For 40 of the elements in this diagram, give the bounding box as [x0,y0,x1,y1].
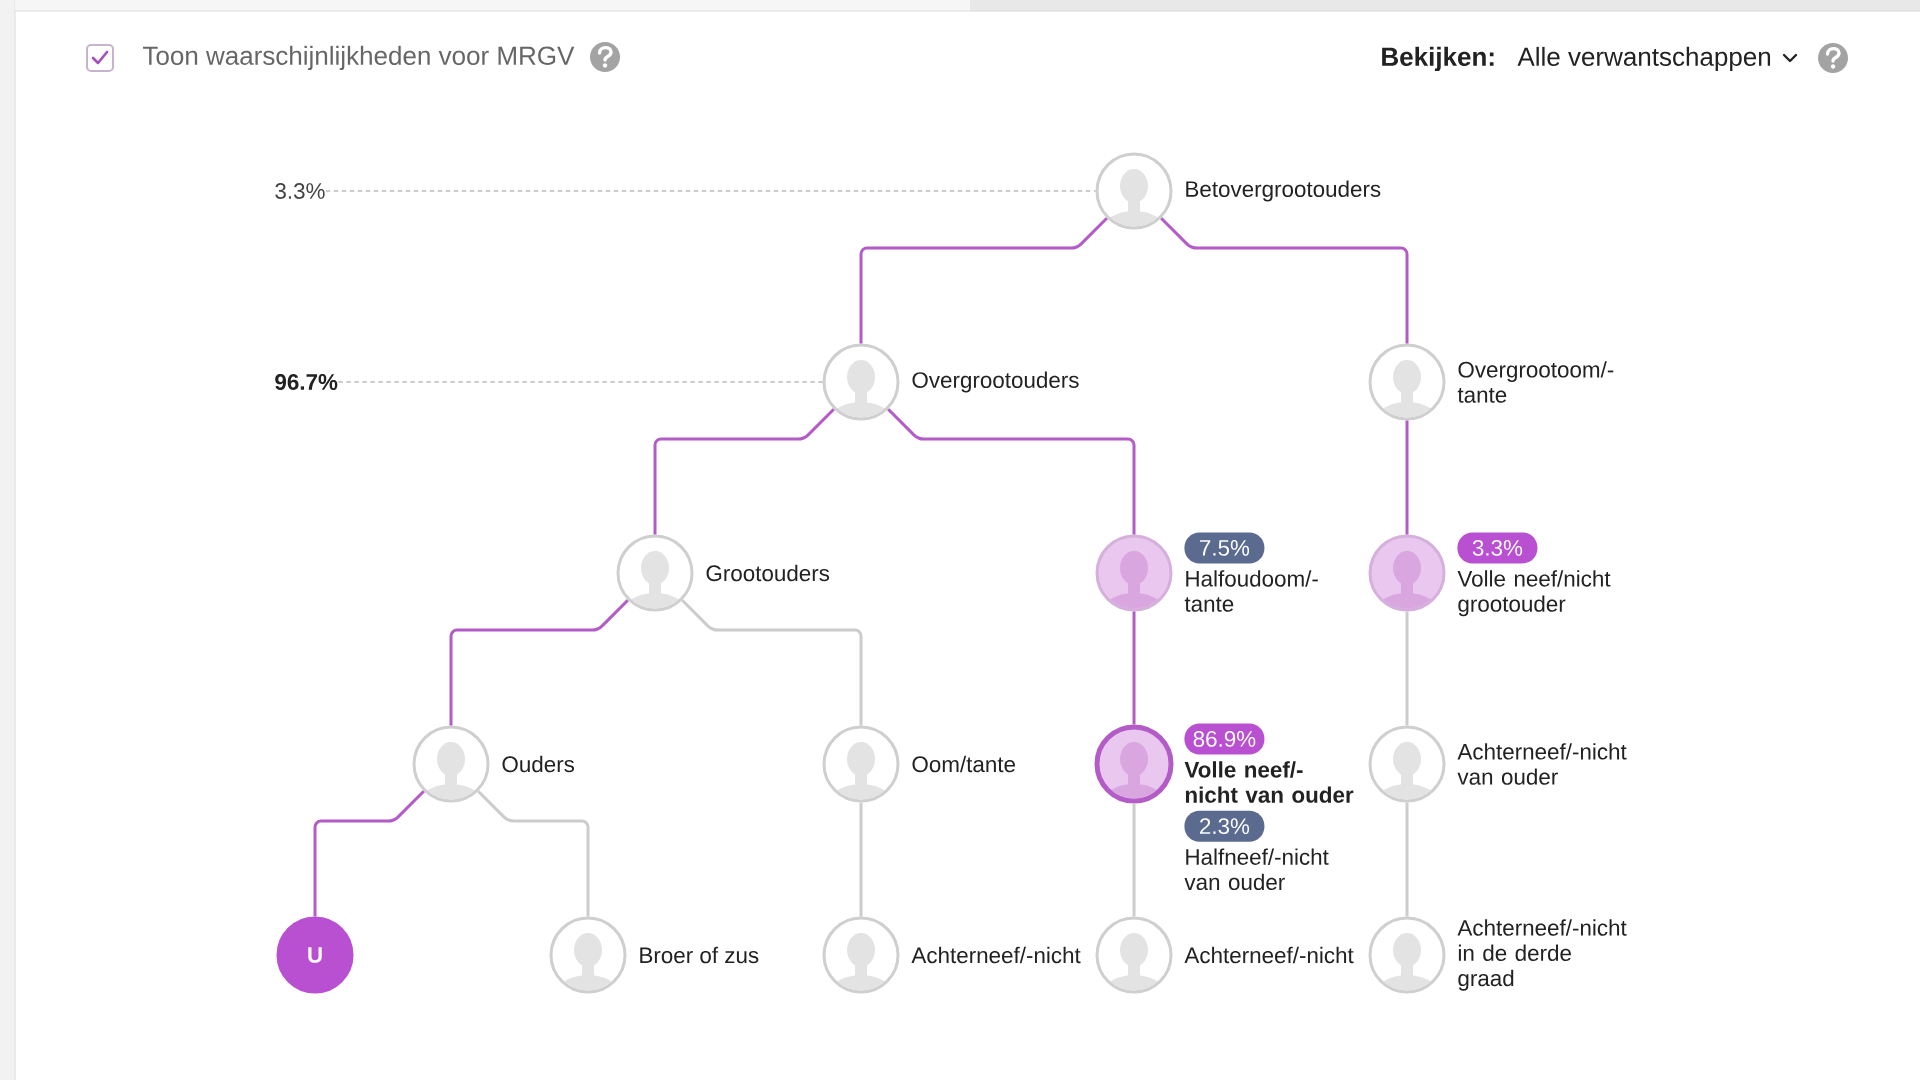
leader-line [337,381,824,383]
connector-line [1405,420,1409,535]
connector-line [1132,611,1136,725]
relationship-label: Volle neef/- nicht van ouder [1184,761,1354,803]
relationship-label: Achterneef/-nicht in de derde graad [1457,919,1627,991]
relationship-label: Achterneef/-nicht [1184,946,1354,964]
connector-line [449,599,629,726]
field-label: Bekijken: [1382,46,1494,72]
relationship-label: Oom/tante [912,755,1015,773]
connector-line [681,599,863,726]
connector-line [859,217,1108,344]
percentage-label: 96.7% [275,374,338,390]
relationship-label: Volle neef/nicht grootouder [1457,570,1611,617]
percentage-label: 3.3% [275,183,325,199]
leader-line [325,190,1097,192]
connector-line [1132,803,1136,917]
relationship-label: Achterneef/-nicht [911,946,1081,964]
relationship-label: Achterneef/-nicht van ouder [1457,743,1627,785]
connector-line [477,790,590,917]
dropdown-label: Alle verwantschappen [1517,46,1771,72]
connector-line [313,790,425,917]
percentage-badge: 7.5% [1184,532,1265,564]
relationship-label: Betovergrootouders [1186,180,1381,202]
percentage-badge: 86.9% [1184,723,1265,755]
relationship-label: Halfneef/-nicht van ouder [1184,848,1329,891]
connector-line [1160,217,1409,344]
relationship-label: Broer of zus [640,946,759,964]
connector-line [653,408,835,535]
connector-line [1405,802,1409,917]
relationship-label: Overgrootouders [912,371,1079,393]
percentage-badge: 3.3% [1457,532,1538,564]
percentage-badge: 2.3% [1184,810,1265,842]
relationship-label: Overgrootoom/- tante [1457,361,1614,403]
relationship-label: Halfoudoom/- tante [1184,570,1318,612]
relationship-label: Ouders [502,755,575,773]
connector-line [859,802,863,917]
relationship-label: Grootouders [706,564,830,582]
connector-line [887,408,1136,535]
connector-line [1405,611,1409,726]
checkbox-label: Toon waarschijnlijkheden voor MRGV [143,45,575,71]
